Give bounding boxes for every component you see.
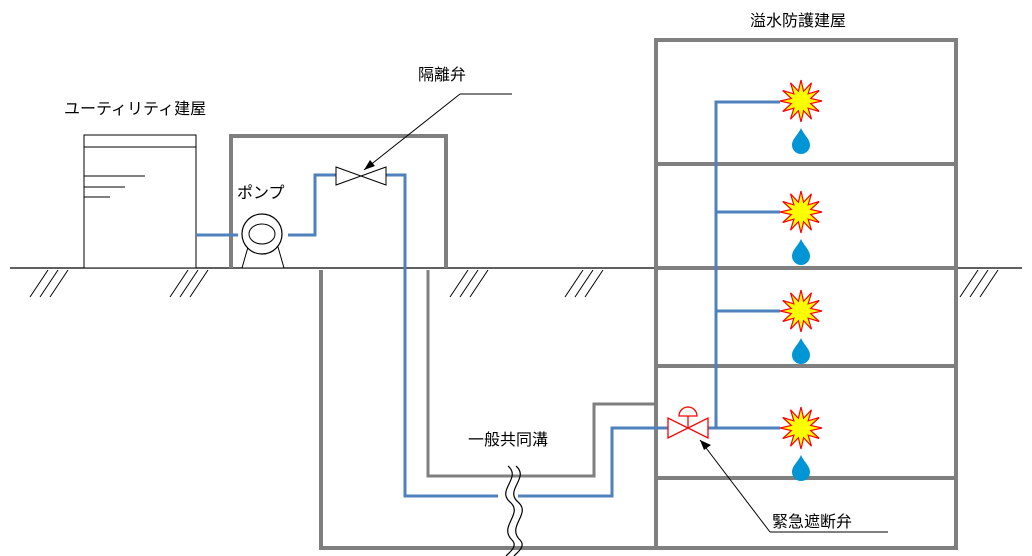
hatch-4: [564, 269, 604, 298]
hatch-3: [449, 269, 489, 298]
emergency-shutoff-valve-leader: [699, 439, 888, 533]
burst-icon-floor-4: [779, 79, 823, 123]
utility-building-label: ユーティリティ建屋: [64, 99, 206, 118]
hatch-1: [29, 269, 69, 298]
burst-icon-floor-2: [779, 289, 823, 333]
emergency-shutoff-valve-label: 緊急遮断弁: [772, 512, 852, 531]
pipe-trench-to-emergency-valve: [518, 426, 668, 498]
burst-icon-floor-3: [779, 190, 823, 234]
flood-protection-building-label: 溢水防護建屋: [750, 11, 846, 30]
isolation-valve-leader: [363, 93, 512, 171]
hatch-2: [169, 269, 209, 298]
isolation-valve-icon: [335, 166, 387, 186]
pump-label: ポンプ: [237, 183, 285, 202]
droplet-icon-floor-1: [792, 455, 810, 481]
pump-house-wall: [229, 134, 448, 268]
trench-inner-wall: [426, 270, 656, 478]
pipe-network: [196, 100, 780, 498]
utility-building: [83, 134, 197, 269]
droplet-icon-floor-2: [792, 338, 810, 364]
floor-failure-symbols: [779, 79, 823, 481]
isolation-valve-label: 隔離弁: [418, 65, 466, 84]
pipe-pump-to-isolation-valve: [288, 173, 336, 237]
droplet-icon-floor-3: [792, 239, 810, 265]
pump-icon: [241, 213, 285, 269]
trench-outer-wall: [319, 270, 656, 550]
emergency-shutoff-valve-icon: [667, 406, 709, 440]
common-trench-label: 一般共同溝: [468, 430, 548, 449]
pipe-break-symbol: [505, 465, 523, 556]
pipe-emergency-valve-to-riser: [708, 100, 780, 430]
burst-icon-floor-1: [779, 406, 823, 450]
pipe-isolation-valve-to-trench: [386, 173, 498, 498]
ground-hatch-marks: [29, 269, 999, 298]
droplet-icon-floor-4: [792, 128, 810, 154]
hatch-5: [959, 269, 999, 298]
